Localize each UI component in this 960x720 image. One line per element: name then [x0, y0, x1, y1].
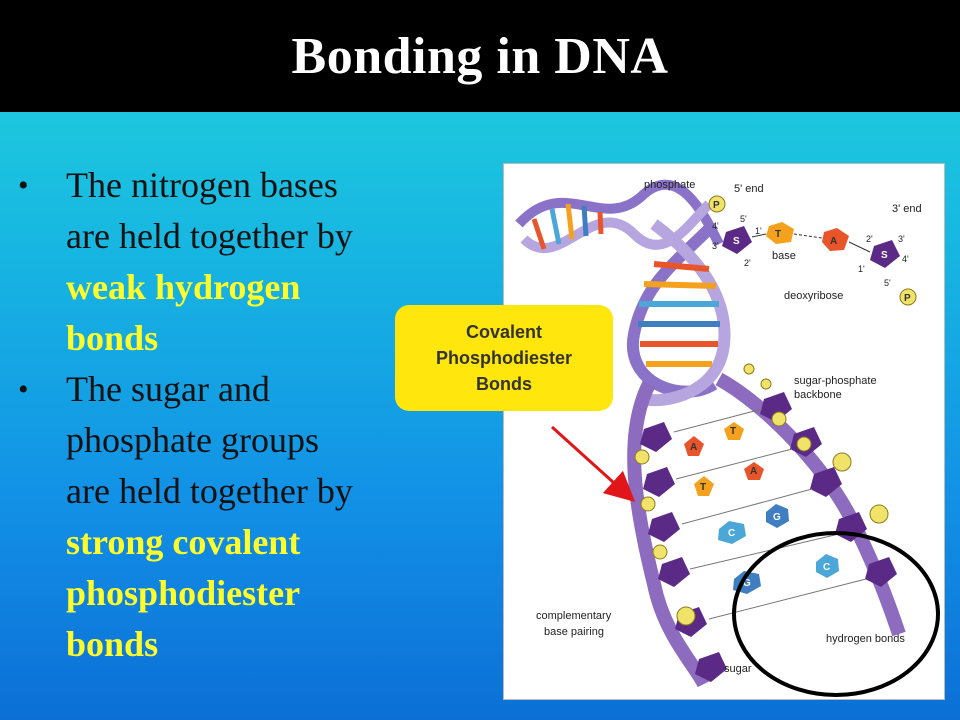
bullet-item: • The sugar and phosphate groups are hel… — [18, 364, 418, 670]
callout-line: Phosphodiester — [435, 348, 573, 368]
bullet-line: are held together by — [66, 216, 353, 256]
label-sugar: sugar — [724, 663, 752, 675]
label-base: base — [772, 250, 796, 262]
left-backbone — [627, 380, 711, 688]
inset-glyphs: P S T A S P A T T A C G G C — [690, 200, 911, 589]
prime-5b: 5' — [884, 278, 891, 288]
prime-marks: 4' 3' 5' 1' 2' 2' 3' 1' 4' 5' — [712, 214, 909, 288]
prime-4b: 4' — [902, 254, 909, 264]
bullet-line: The sugar and — [66, 369, 270, 409]
bullet-line: are held together by — [66, 471, 353, 511]
bullet-line: phosphate groups — [66, 420, 319, 460]
bullet-dot: • — [18, 373, 29, 406]
prime-2a: 2' — [744, 258, 751, 268]
red-arrow — [550, 425, 636, 503]
label-deoxyribose: deoxyribose — [784, 290, 843, 302]
glyph-phosphate-right: P — [904, 293, 911, 304]
glyph-thymine-2: T — [700, 482, 706, 493]
prime-3b: 3' — [898, 234, 905, 244]
bullet-highlight: phosphodiester — [66, 573, 301, 613]
glyph-cytosine-1: C — [728, 528, 735, 539]
glyph-thymine-1: T — [730, 426, 736, 437]
bullet-line: The nitrogen bases — [66, 165, 338, 205]
glyph-sugar-top: S — [733, 236, 740, 247]
prime-1b: 1' — [858, 264, 865, 274]
label-complementary-2: base pairing — [544, 626, 604, 638]
label-backbone-1: sugar-phosphate — [794, 375, 877, 387]
bullet-text: The nitrogen bases are held together by … — [66, 160, 353, 364]
bullet-text: The sugar and phosphate groups are held … — [66, 364, 353, 670]
prime-4: 4' — [712, 221, 719, 231]
label-complementary-1: complementary — [536, 610, 612, 622]
glyph-guanine-1: G — [773, 512, 781, 523]
upper-helix — [515, 179, 731, 407]
glyph-adenine-1: A — [690, 442, 697, 453]
glyph-cytosine-2: C — [823, 562, 830, 573]
bullet-highlight: bonds — [66, 318, 159, 358]
bullet-dot: • — [18, 169, 29, 202]
bullet-item: • The nitrogen bases are held together b… — [18, 160, 418, 364]
prime-1a: 1' — [755, 226, 762, 236]
glyph-thymine-top: T — [775, 229, 781, 240]
prime-2b: 2' — [866, 234, 873, 244]
slide-title: Bonding in DNA — [291, 27, 669, 85]
label-3-end: 3' end — [892, 203, 922, 215]
callout-box: Covalent Phosphodiester Bonds — [395, 305, 613, 411]
glyph-sugar-right: S — [881, 250, 888, 261]
structure-inset — [708, 195, 917, 306]
dna-diagram: P S T A S P A T T A C G G C 4' 3' 5' 1' … — [503, 163, 945, 700]
glyph-phosphate-top: P — [713, 200, 720, 211]
phosphate-groups — [634, 363, 889, 626]
glyph-adenine-top: A — [830, 236, 837, 247]
bullet-highlight: strong covalent — [66, 522, 301, 562]
glyph-guanine-2: G — [743, 578, 751, 589]
label-backbone-2: backbone — [794, 389, 842, 401]
prime-5a: 5' — [740, 214, 747, 224]
right-backbone — [715, 372, 906, 637]
bullet-highlight: weak hydrogen — [66, 267, 301, 307]
bullet-highlight: bonds — [66, 624, 159, 664]
prime-3: 3' — [712, 241, 719, 251]
glyph-adenine-2: A — [750, 466, 757, 477]
hydrogen-bond-circle — [732, 531, 940, 697]
callout-line: Bonds — [476, 374, 532, 394]
callout-line: Covalent — [465, 322, 543, 342]
title-bar: Bonding in DNA — [0, 0, 960, 112]
label-hydrogen-bonds: hydrogen bonds — [826, 633, 905, 645]
label-phosphate: phosphate — [644, 179, 695, 191]
bullet-list: • The nitrogen bases are held together b… — [18, 160, 418, 670]
label-5-end: 5' end — [734, 183, 764, 195]
